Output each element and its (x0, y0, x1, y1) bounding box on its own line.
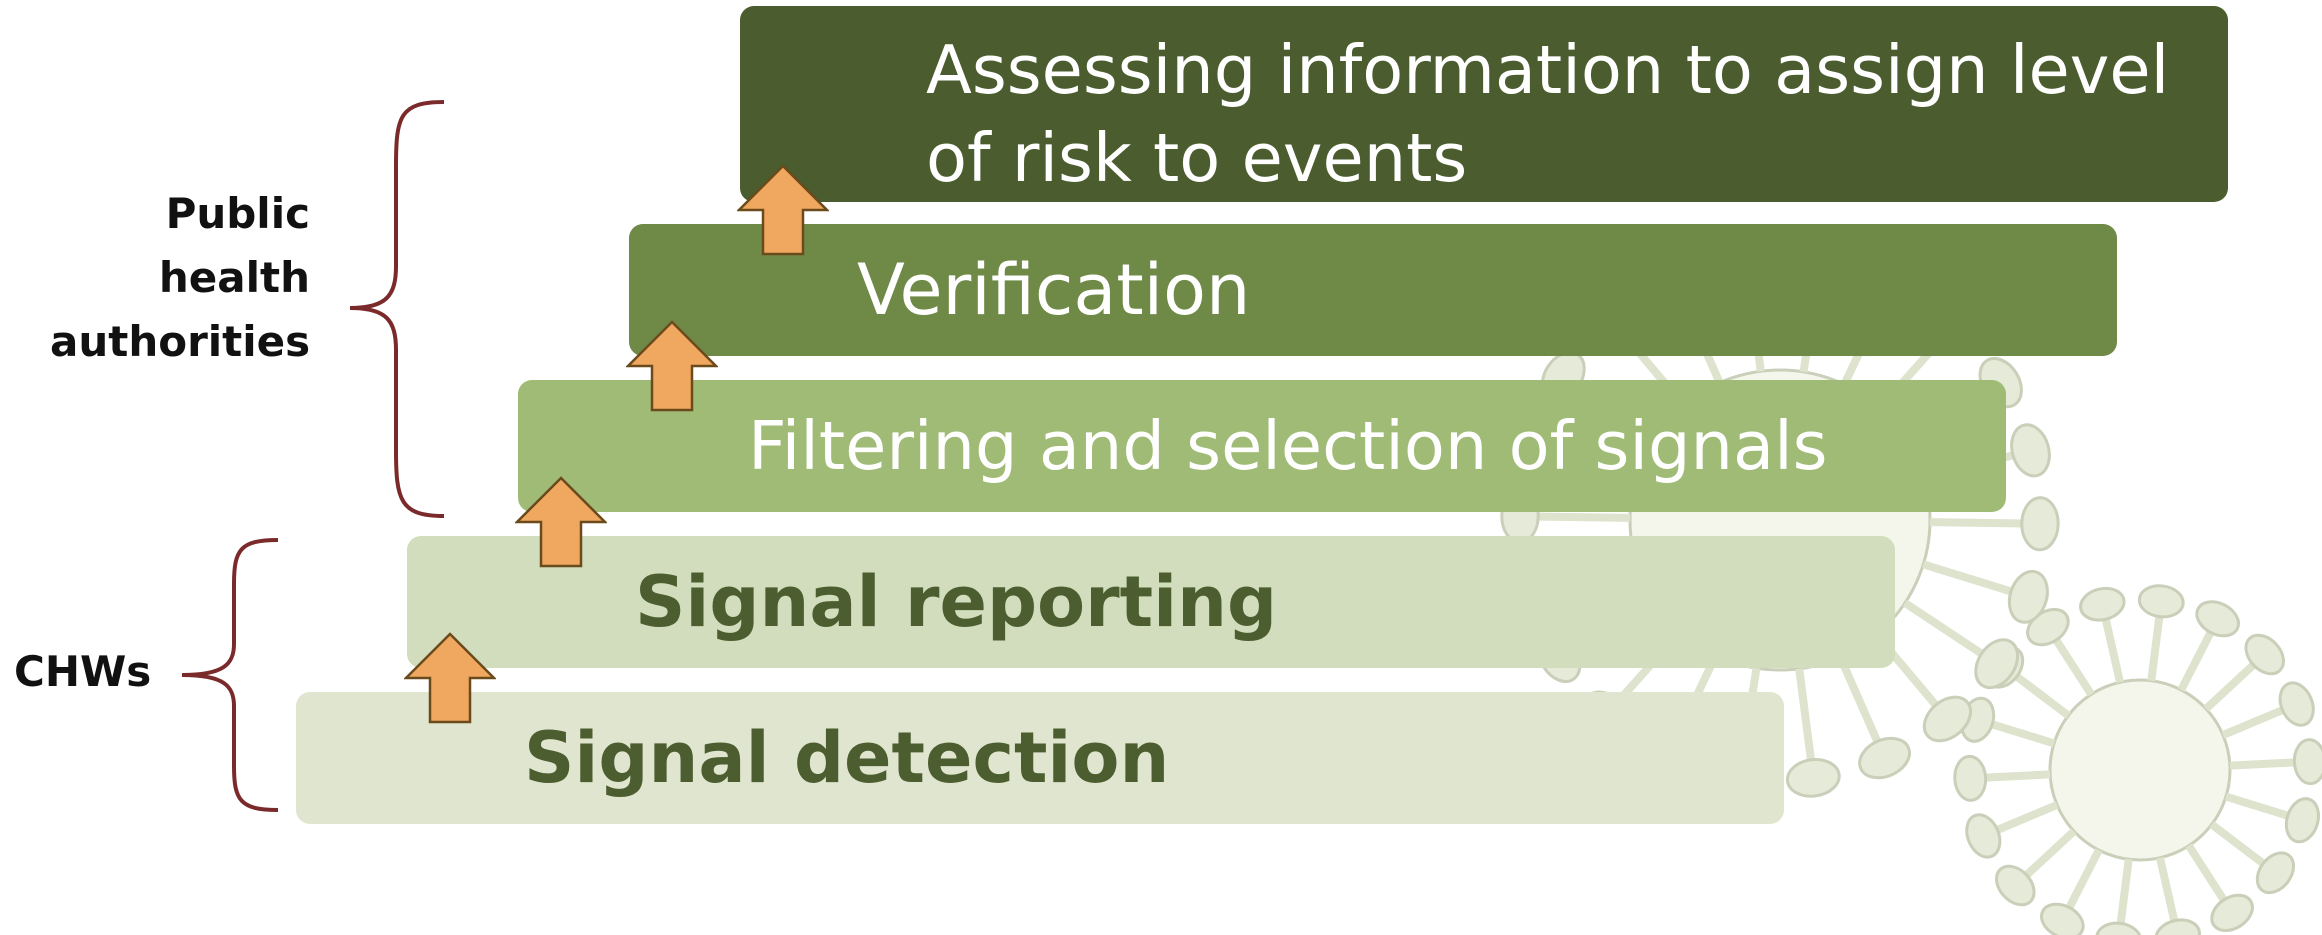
up-arrow-icon (737, 164, 829, 256)
up-arrow-icon (404, 632, 496, 724)
step-label-signal-detection: Signal detection (524, 717, 1170, 799)
group-label-chws: CHWs (14, 647, 152, 696)
step-signal-detection: Signal detection (296, 692, 1784, 824)
step-verification: Verification (629, 224, 2117, 356)
step-label-signal-reporting: Signal reporting (635, 561, 1278, 643)
brace-public-health (349, 100, 445, 518)
up-arrow-icon (626, 320, 718, 412)
up-arrow-icon (515, 476, 607, 568)
step-assessing-risk: Assessing information to assign level of… (740, 6, 2228, 202)
step-label-assessing: Assessing information to assign level of… (926, 31, 2170, 197)
step-label-filtering: Filtering and selection of signals (748, 407, 1828, 485)
brace-chws (181, 538, 279, 812)
step-filtering-and-selection: Filtering and selection of signals (518, 380, 2006, 512)
step-signal-reporting: Signal reporting (407, 536, 1895, 668)
group-label-public-health-authorities: Public health authorities (50, 189, 311, 366)
step-label-verification: Verification (857, 249, 1251, 331)
